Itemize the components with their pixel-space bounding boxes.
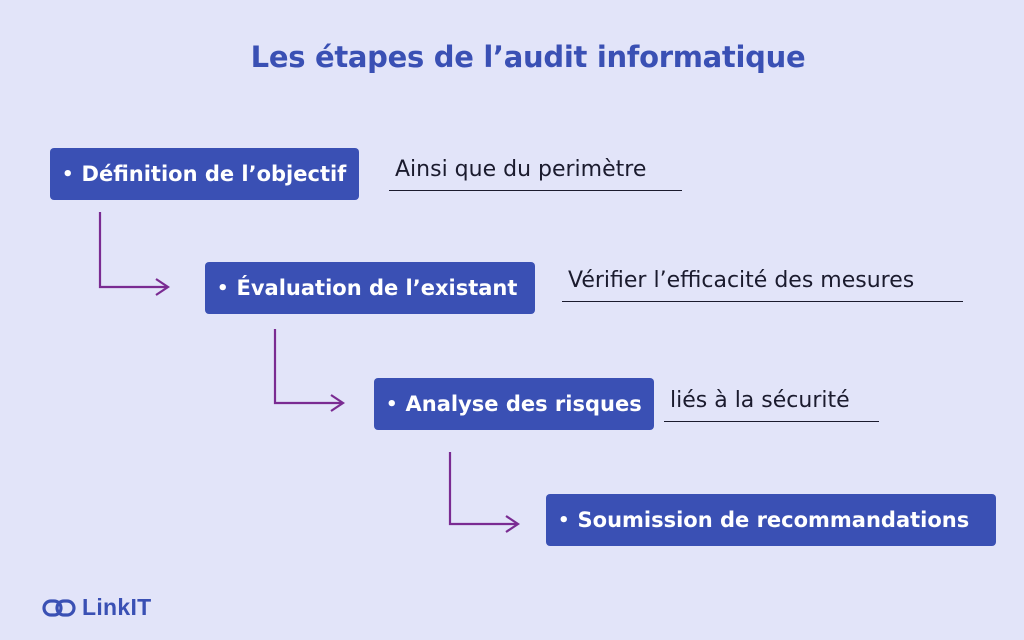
step-label: Analyse des risques (405, 392, 642, 416)
bullet: • (386, 393, 398, 415)
step-box-definition-objectif: • Définition de l’objectif (50, 148, 359, 200)
bullet: • (62, 163, 74, 185)
diagram-title: Les étapes de l’audit informatique (250, 40, 806, 74)
step-box-soumission-recommandations: • Soumission de recommandations (546, 494, 996, 546)
connector-arrow-3-4 (448, 452, 518, 526)
step-note-evaluation-existant: Vérifier l’efficacité des mesures (562, 268, 963, 302)
step-note-definition-objectif: Ainsi que du perimètre (389, 157, 682, 191)
step-box-evaluation-existant: • Évaluation de l’existant (205, 262, 535, 314)
step-label: Évaluation de l’existant (236, 276, 518, 300)
step-label: Définition de l’objectif (81, 162, 347, 186)
arrowhead-3-4 (505, 515, 520, 533)
step-box-analyse-risques: • Analyse des risques (374, 378, 654, 430)
step-label: Soumission de recommandations (577, 508, 970, 532)
connector-arrow-1-2 (98, 212, 168, 289)
connector-arrow-2-3 (273, 329, 343, 405)
bullet: • (217, 277, 229, 299)
arrowhead-1-2 (155, 278, 170, 296)
chain-link-icon (42, 598, 76, 617)
brand-name: LinkIT (82, 594, 152, 620)
bullet: • (558, 509, 570, 531)
arrowhead-2-3 (330, 394, 345, 412)
brand-logo: LinkIT (42, 594, 152, 621)
step-note-analyse-risques: liés à la sécurité (664, 388, 879, 422)
